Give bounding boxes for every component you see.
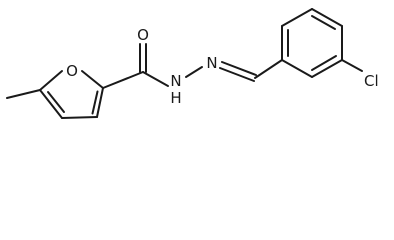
bond-furan-carbonyl — [102, 71, 144, 89]
bond-ch-ring — [254, 59, 283, 79]
ring-oxygen-label: O — [66, 62, 78, 80]
imine-double-bond-a — [221, 61, 257, 76]
bond-nh-n — [185, 66, 203, 78]
chlorine-label: Cl — [364, 72, 379, 90]
amide-hydrogen-label: H — [170, 89, 181, 107]
imine-double-bond-b — [219, 67, 255, 82]
benzene-ring — [281, 8, 343, 78]
furan-bond-c3-c4 — [61, 116, 98, 119]
carbonyl-oxygen-label: O — [137, 26, 149, 44]
benzene-inner-double-3 — [311, 55, 337, 71]
bond-ring-cl — [341, 59, 363, 72]
furan-bond-c4-c5-double — [47, 91, 65, 113]
furan-bond-c2-c3-double — [91, 90, 99, 115]
bond-carbonyl-nh — [142, 71, 169, 87]
chemical-structure-diagram: O O N N H Cl — [6, 8, 379, 119]
furan-ring — [39, 70, 104, 119]
amide-nitrogen-label: N — [170, 72, 181, 90]
benzene-bond-2 — [281, 8, 313, 27]
furan-bond-c4-c5 — [39, 89, 63, 119]
benzene-inner-double-2 — [311, 15, 336, 30]
ring-oxygen-bg — [63, 60, 81, 80]
benzene-bond-6 — [281, 59, 313, 78]
methyl-bond — [6, 89, 41, 99]
furan-bond-c2-c3 — [96, 87, 104, 118]
benzene-bond-3 — [311, 8, 343, 27]
furan-bond-c5-o1 — [39, 70, 63, 91]
furan-bond-o1-c2 — [81, 70, 104, 89]
hydrazone-nitrogen-label: N — [206, 54, 217, 72]
benzene-bond-5 — [311, 59, 343, 78]
